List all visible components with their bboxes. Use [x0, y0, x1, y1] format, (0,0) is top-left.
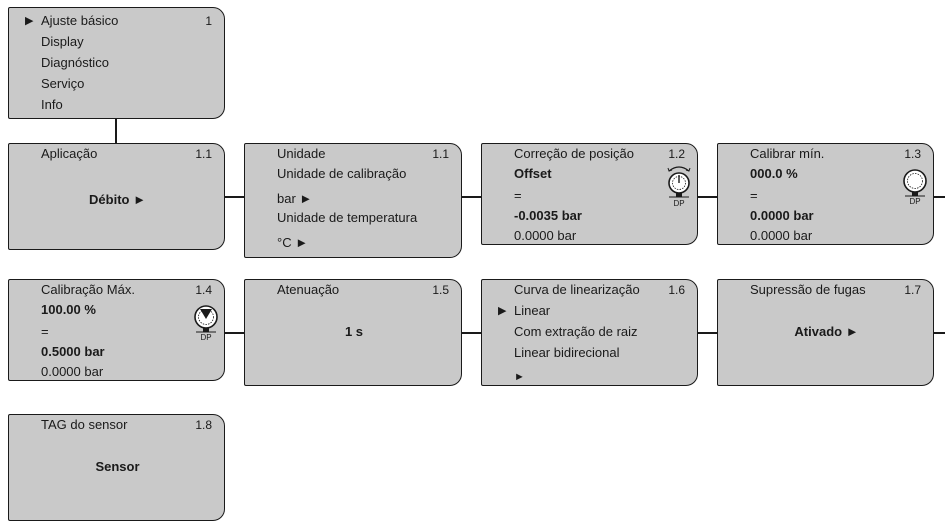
- main-menu-panel[interactable]: ▶ Ajuste básico 1 Display Diagnóstico Se…: [8, 7, 225, 119]
- curva-option-linear[interactable]: Linear: [514, 303, 551, 318]
- unidade-temperatura-value[interactable]: °C ►: [277, 235, 309, 250]
- supressao-panel[interactable]: Supressão de fugas 1.7 Ativado ►: [717, 279, 934, 386]
- correcao-value[interactable]: -0.0035 bar: [514, 208, 582, 223]
- menu-item-info[interactable]: Info: [41, 97, 63, 112]
- calibrar-min-percent: 000.0 %: [750, 166, 798, 181]
- tag-sensor-number: 1.8: [195, 418, 212, 432]
- selected-arrow-icon: ▶: [25, 15, 34, 27]
- calibracao-max-panel[interactable]: Calibração Máx. 1.4 100.00 % = 0.5000 ba…: [8, 279, 225, 381]
- calibrar-min-panel[interactable]: Calibrar mín. 1.3 000.0 % = 0.0000 bar 0…: [717, 143, 934, 245]
- curva-number: 1.6: [668, 283, 685, 297]
- supressao-title: Supressão de fugas: [750, 282, 866, 297]
- aplicacao-number: 1.1: [195, 147, 212, 161]
- selected-arrow-icon: ▶: [498, 305, 507, 317]
- correcao-number: 1.2: [668, 147, 685, 161]
- correcao-equals: =: [514, 188, 522, 203]
- unidade-panel[interactable]: Unidade 1.1 Unidade de calibração bar ► …: [244, 143, 462, 258]
- menu-item-servico[interactable]: Serviço: [41, 76, 85, 91]
- calibrar-min-number: 1.3: [904, 147, 921, 161]
- supressao-value[interactable]: Ativado ►: [794, 324, 859, 339]
- menu-number: 1: [205, 14, 212, 28]
- unidade-number: 1.1: [432, 147, 449, 161]
- atenuacao-number: 1.5: [432, 283, 449, 297]
- atenuacao-panel[interactable]: Atenuação 1.5 1 s: [244, 279, 462, 386]
- calibrar-min-value[interactable]: 0.0000 bar: [750, 208, 814, 223]
- correcao-mode: Offset: [514, 166, 552, 181]
- calibracao-max-number: 1.4: [195, 283, 212, 297]
- calibracao-max-percent: 100.00 %: [41, 302, 96, 317]
- calibrar-min-title: Calibrar mín.: [750, 146, 825, 161]
- atenuacao-title: Atenuação: [277, 282, 340, 297]
- calibrar-min-equals: =: [750, 188, 758, 203]
- aplicacao-panel[interactable]: Aplicação 1.1 Débito ►: [8, 143, 225, 250]
- dp-dial-icon: DP: [898, 164, 932, 214]
- calibracao-max-title: Calibração Máx.: [41, 282, 135, 297]
- dp-label: DP: [200, 333, 212, 342]
- calibracao-max-equals: =: [41, 324, 49, 339]
- curva-next-arrow[interactable]: ►: [514, 371, 525, 383]
- dp-dial-icon: DP: [189, 300, 223, 350]
- dp-label: DP: [909, 197, 921, 206]
- aplicacao-title: Aplicação: [41, 146, 98, 161]
- menu-item-diagnostico[interactable]: Diagnóstico: [41, 55, 109, 70]
- unidade-temperatura-label: Unidade de temperatura: [277, 210, 418, 225]
- curva-option-bidirecional[interactable]: Linear bidirecional: [514, 345, 620, 360]
- unidade-calibracao-label: Unidade de calibração: [277, 166, 407, 181]
- atenuacao-value[interactable]: 1 s: [344, 324, 364, 339]
- unidade-title: Unidade: [277, 146, 326, 161]
- aplicacao-value[interactable]: Débito ►: [89, 192, 146, 207]
- dp-dial-icon: DP: [662, 162, 696, 212]
- menu-item-display[interactable]: Display: [41, 34, 84, 49]
- tag-sensor-value[interactable]: Sensor: [95, 459, 140, 474]
- correcao-title: Correção de posição: [514, 146, 634, 161]
- curva-panel[interactable]: Curva de linearização 1.6 ▶ Linear Com e…: [481, 279, 698, 386]
- menu-item-ajuste-basico[interactable]: Ajuste básico: [41, 13, 119, 28]
- unidade-calibracao-value[interactable]: bar ►: [277, 191, 313, 206]
- dp-label: DP: [673, 199, 685, 208]
- supressao-number: 1.7: [904, 283, 921, 297]
- calibracao-max-value[interactable]: 0.5000 bar: [41, 344, 105, 359]
- calibrar-min-actual: 0.0000 bar: [750, 228, 813, 243]
- tag-sensor-panel[interactable]: TAG do sensor 1.8 Sensor: [8, 414, 225, 521]
- correcao-panel[interactable]: Correção de posição 1.2 Offset = -0.0035…: [481, 143, 698, 245]
- correcao-actual: 0.0000 bar: [514, 228, 577, 243]
- tag-sensor-title: TAG do sensor: [41, 417, 128, 432]
- calibracao-max-actual: 0.0000 bar: [41, 364, 104, 379]
- curva-title: Curva de linearização: [514, 282, 640, 297]
- curva-option-raiz[interactable]: Com extração de raiz: [514, 324, 638, 339]
